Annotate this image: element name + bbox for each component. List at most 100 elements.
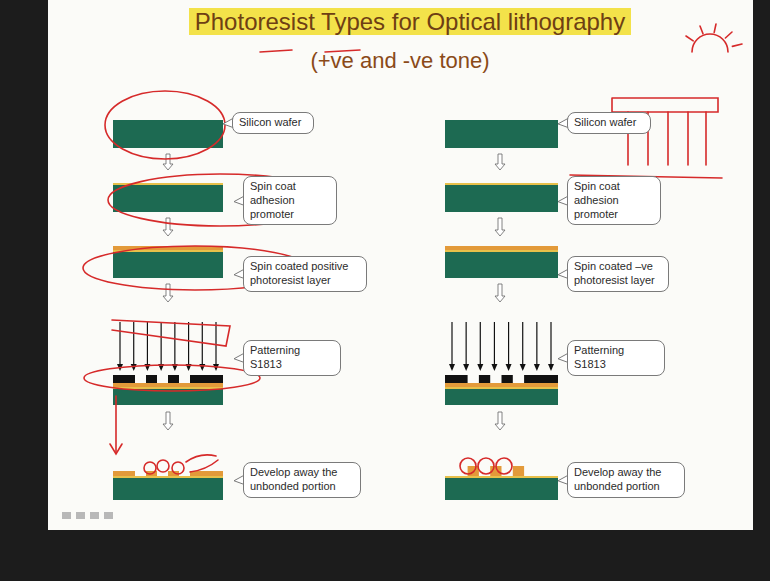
adhesion-promoter-layer (113, 476, 223, 478)
callout-text: Patterning S1813 (574, 344, 658, 372)
hand-annotation (172, 462, 184, 474)
silicon-wafer (445, 252, 558, 278)
uv-exposure-arrow (508, 322, 509, 369)
process-step-arrow (495, 284, 505, 302)
hand-annotation (110, 444, 122, 454)
callout-box: Patterning S1813 (243, 340, 341, 376)
uv-exposure-arrow (522, 322, 523, 369)
process-step-arrow (163, 412, 173, 430)
process-step-arrow (163, 154, 173, 170)
silicon-wafer (113, 185, 223, 212)
slide-title: Photoresist Types for Optical lithograph… (189, 8, 631, 35)
uv-exposure-arrow (494, 322, 495, 369)
callout-text: Patterning S1813 (250, 344, 334, 372)
callout-text: Develop away the unbonded portion (250, 466, 354, 494)
process-step-arrow (495, 412, 505, 430)
hand-annotation (478, 458, 494, 474)
photomask-block (524, 375, 558, 383)
uv-arrowhead (548, 364, 554, 371)
uv-exposure-arrow (202, 322, 203, 369)
sun-doodle (700, 26, 703, 34)
silicon-wafer (113, 478, 223, 500)
uv-exposure-arrow (133, 322, 134, 369)
photomask-block (479, 375, 490, 383)
uv-arrowhead (449, 364, 455, 371)
uv-arrowhead (534, 364, 540, 371)
adhesion-promoter-layer (445, 387, 558, 389)
hand-annotation (112, 320, 230, 346)
callout-text: Spin coated –ve photoresist layer (574, 260, 662, 288)
photomask-block (146, 375, 157, 383)
hand-annotation (496, 458, 512, 474)
callout-text: Spin coated positive photoresist layer (250, 260, 360, 288)
silicon-wafer (445, 120, 558, 148)
remaining-resist (113, 471, 135, 476)
slide-background (48, 0, 753, 530)
callout-text: Spin coat adhesion promoter (250, 180, 330, 221)
photoresist-layer (445, 383, 558, 387)
uv-exposure-arrow (147, 322, 148, 369)
slide-control-icon (76, 512, 85, 519)
process-step-arrow (163, 284, 173, 302)
process-step-arrow (495, 154, 505, 170)
hand-annotation (84, 365, 260, 391)
remaining-resist (513, 466, 524, 476)
uv-exposure-arrow (480, 322, 481, 369)
sun-doodle (686, 36, 693, 41)
uv-arrowhead (463, 364, 469, 371)
photomask-block (168, 375, 179, 383)
callout-box: Silicon wafer (232, 112, 314, 134)
callout-box: Silicon wafer (567, 112, 651, 134)
slide-control-icon (90, 512, 99, 519)
hand-annotation (115, 396, 117, 452)
mask-doodle (612, 98, 718, 112)
process-step-arrow (495, 218, 505, 236)
uv-arrowhead (131, 364, 137, 371)
sun-doodle (714, 24, 716, 32)
photomask-block (445, 375, 468, 383)
slide-control-icon (104, 512, 113, 519)
photomask-block (190, 375, 223, 383)
hand-annotation (260, 50, 292, 52)
uv-exposure-arrow (174, 322, 175, 369)
uv-exposure-arrow (215, 322, 216, 369)
sun-doodle (725, 32, 732, 38)
silicon-wafer (113, 120, 223, 148)
adhesion-promoter-layer (445, 183, 558, 185)
adhesion-promoter-layer (445, 250, 558, 252)
callout-box: Develop away the unbonded portion (243, 462, 361, 498)
photoresist-layer (445, 246, 558, 250)
uv-exposure-arrow (188, 322, 189, 369)
callout-box: Spin coat adhesion promoter (243, 176, 337, 225)
uv-arrowhead (491, 364, 497, 371)
hand-annotation (186, 455, 216, 462)
callout-text: Silicon wafer (574, 116, 644, 130)
callout-box: Spin coated –ve photoresist layer (567, 256, 669, 292)
title-row: Photoresist Types for Optical lithograph… (80, 8, 740, 36)
hand-annotation (190, 460, 218, 472)
mask-doodle (705, 112, 707, 165)
uv-exposure-arrow (536, 322, 537, 369)
uv-arrowhead (477, 364, 483, 371)
slide-control-icon (62, 512, 71, 519)
uv-arrowhead (520, 364, 526, 371)
callout-text: Silicon wafer (239, 116, 307, 130)
hand-annotation (144, 462, 156, 474)
callout-box: Patterning S1813 (567, 340, 665, 376)
photomask-block (113, 375, 135, 383)
hand-annotation (460, 458, 476, 474)
uv-exposure-arrow (466, 322, 467, 369)
callout-text: Develop away the unbonded portion (574, 466, 678, 494)
uv-exposure-arrow (451, 322, 452, 369)
uv-exposure-arrow (550, 322, 551, 369)
sun-doodle (692, 34, 728, 52)
callout-box: Spin coat adhesion promoter (567, 176, 661, 225)
uv-exposure-arrow (161, 322, 162, 369)
mask-doodle (687, 112, 689, 165)
adhesion-promoter-layer (445, 476, 558, 478)
silicon-wafer (113, 252, 223, 278)
hand-annotation (157, 460, 169, 472)
hand-annotation (105, 91, 225, 159)
sun-doodle (732, 44, 742, 46)
